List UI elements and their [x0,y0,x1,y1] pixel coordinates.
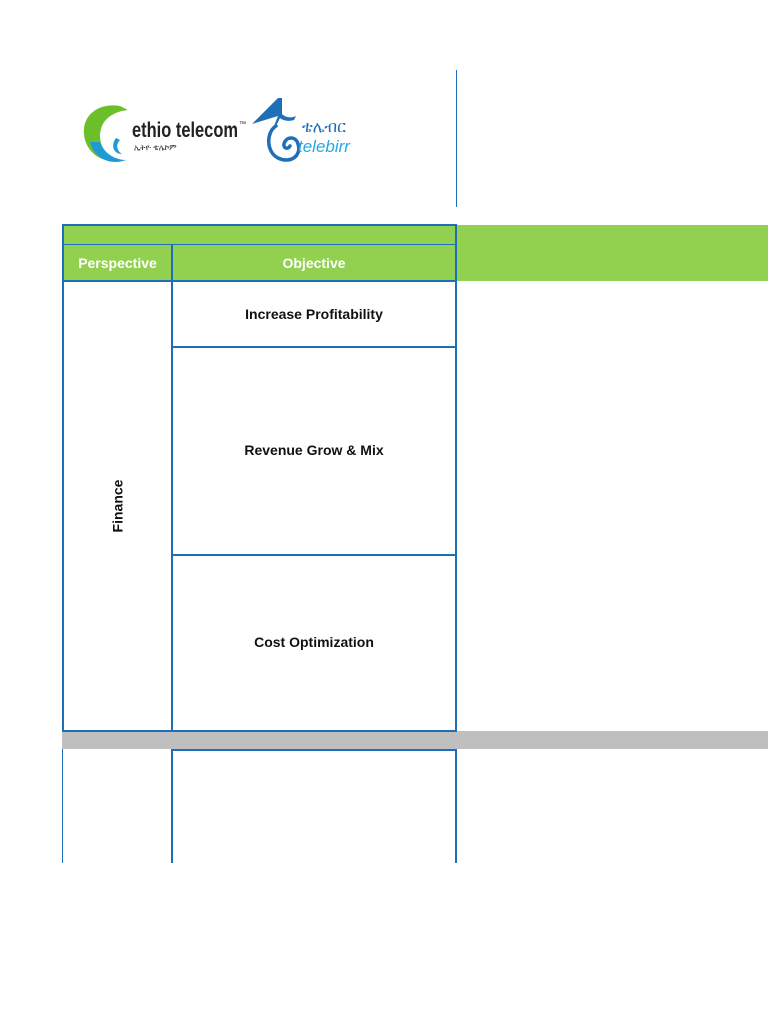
logo-divider [456,70,457,207]
objective-revenue-grow-mix: Revenue Grow & Mix [244,442,384,458]
table-top-border [62,224,457,226]
header-bottom-border [62,280,457,282]
row-divider-2 [171,554,457,556]
objective-cell-3: Cost Optimization [173,556,455,730]
objective-cost-optimization: Cost Optimization [254,634,374,650]
table-left-border [62,224,64,732]
table-bottom-border [62,730,457,732]
header-perspective: Perspective [64,245,171,280]
objective-cell-3-text: Cost Optimization [173,632,455,652]
telebirr-logo-amharic: ቴሌብር [302,117,346,136]
header-top-border [62,244,457,245]
ethio-logo-text: ethio telecom [132,119,238,142]
telebirr-logo-text: telebirr [298,137,351,156]
objective-cell-1: Increase Profitability [173,282,455,346]
telebirr-logo: ቴሌብር telebirr [246,96,366,168]
column-divider [171,244,173,732]
header-objective-label: Objective [282,254,346,271]
header-band [62,225,768,281]
header-objective: Objective [173,245,455,280]
ethio-logo-amharic: ኢትዮ ቴሌኮም [134,143,177,152]
ethio-logo-tm: ™ [239,121,246,128]
perspective-cell: Finance [64,282,171,730]
objective-cell-2-text: Revenue Grow & Mix [173,440,455,460]
objective-increase-profitability: Increase Profitability [245,306,383,322]
objective-cell-2: Revenue Grow & Mix [173,348,455,554]
lower-objective-top-border [171,749,457,751]
lower-column-divider [171,749,173,863]
perspective-finance: Finance [109,479,126,533]
table-right-border [455,224,457,732]
header-perspective-label: Perspective [78,254,157,271]
lower-left-border [62,749,63,863]
row-divider-1 [171,346,457,348]
lower-right-border [455,749,457,863]
ethio-telecom-logo: ethio telecom ™ ኢትዮ ቴሌኮም [80,98,248,166]
section-separator [62,731,768,749]
